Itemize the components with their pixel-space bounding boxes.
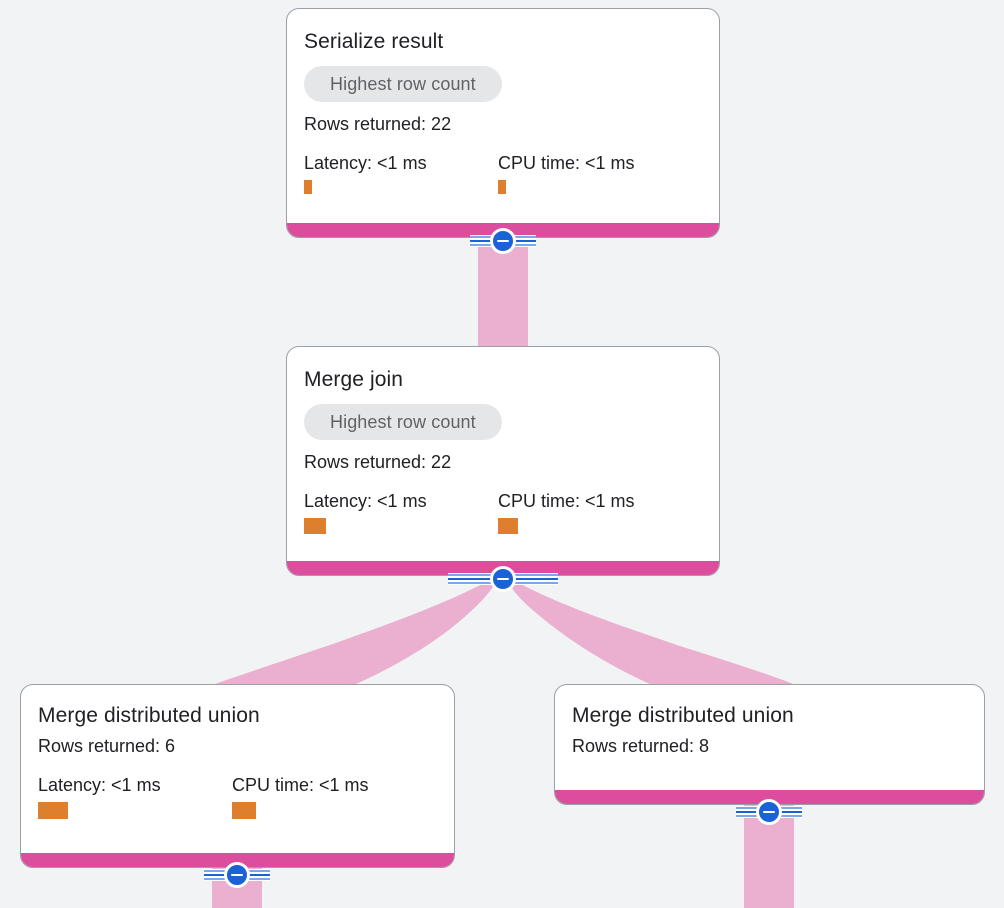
latency-bar <box>304 180 312 194</box>
node-footer-bar <box>555 790 984 804</box>
cpu-metric: CPU time: <1 ms <box>232 774 369 819</box>
collapse-toggle-union-right[interactable] <box>736 799 802 825</box>
cpu-label: CPU time: <1 ms <box>232 775 369 795</box>
cpu-bar <box>232 802 256 819</box>
toggle-rail-right <box>510 573 558 585</box>
latency-label: Latency: <1 ms <box>304 491 427 511</box>
metrics-row: Latency: <1 ms CPU time: <1 ms <box>304 490 702 534</box>
cpu-bar <box>498 518 518 534</box>
node-title: Merge distributed union <box>572 704 794 727</box>
latency-label: Latency: <1 ms <box>304 153 427 173</box>
node-title: Serialize result <box>304 30 444 53</box>
toggle-rail-left <box>448 573 496 585</box>
status-badge: Highest row count <box>304 66 502 102</box>
minus-circle-icon[interactable] <box>224 862 250 888</box>
cpu-metric: CPU time: <1 ms <box>498 152 635 194</box>
ribbon-mergejoin-to-left-union <box>215 576 500 684</box>
metrics-row: Latency: <1 ms CPU time: <1 ms <box>38 774 437 819</box>
rows-returned: Rows returned: 22 <box>304 452 452 472</box>
node-title: Merge distributed union <box>38 704 260 727</box>
latency-label: Latency: <1 ms <box>38 775 161 795</box>
rows-returned: Rows returned: 6 <box>38 736 176 756</box>
node-merge-join[interactable]: Merge join Highest row count Rows return… <box>286 346 720 576</box>
latency-metric: Latency: <1 ms <box>38 774 232 819</box>
rows-returned: Rows returned: 8 <box>572 736 710 756</box>
latency-metric: Latency: <1 ms <box>304 152 498 194</box>
minus-circle-icon[interactable] <box>756 799 782 825</box>
cpu-label: CPU time: <1 ms <box>498 153 635 173</box>
ribbon-mergejoin-to-right-union <box>504 576 793 684</box>
cpu-metric: CPU time: <1 ms <box>498 490 635 534</box>
node-title: Merge join <box>304 368 404 391</box>
node-footer-bar <box>21 853 454 867</box>
minus-circle-icon[interactable] <box>490 228 516 254</box>
node-body: Merge distributed union Rows returned: 6… <box>21 685 454 829</box>
latency-bar <box>38 802 68 819</box>
node-merge-distributed-union-right[interactable]: Merge distributed union Rows returned: 8 <box>554 684 985 805</box>
cpu-label: CPU time: <1 ms <box>498 491 635 511</box>
cpu-bar <box>498 180 506 194</box>
rows-returned: Rows returned: 22 <box>304 114 452 134</box>
node-body: Serialize result Highest row count Rows … <box>287 9 719 204</box>
collapse-toggle-union-left[interactable] <box>204 862 270 888</box>
minus-circle-icon[interactable] <box>490 566 516 592</box>
collapse-toggle-serialize-result[interactable] <box>470 228 536 254</box>
node-merge-distributed-union-left[interactable]: Merge distributed union Rows returned: 6… <box>20 684 455 868</box>
metrics-row: Latency: <1 ms CPU time: <1 ms <box>304 152 702 194</box>
collapse-toggle-merge-join[interactable] <box>448 566 558 592</box>
status-badge: Highest row count <box>304 404 502 440</box>
node-body: Merge join Highest row count Rows return… <box>287 347 719 544</box>
node-serialize-result[interactable]: Serialize result Highest row count Rows … <box>286 8 720 238</box>
latency-bar <box>304 518 326 534</box>
node-body: Merge distributed union Rows returned: 8 <box>555 685 984 767</box>
latency-metric: Latency: <1 ms <box>304 490 498 534</box>
